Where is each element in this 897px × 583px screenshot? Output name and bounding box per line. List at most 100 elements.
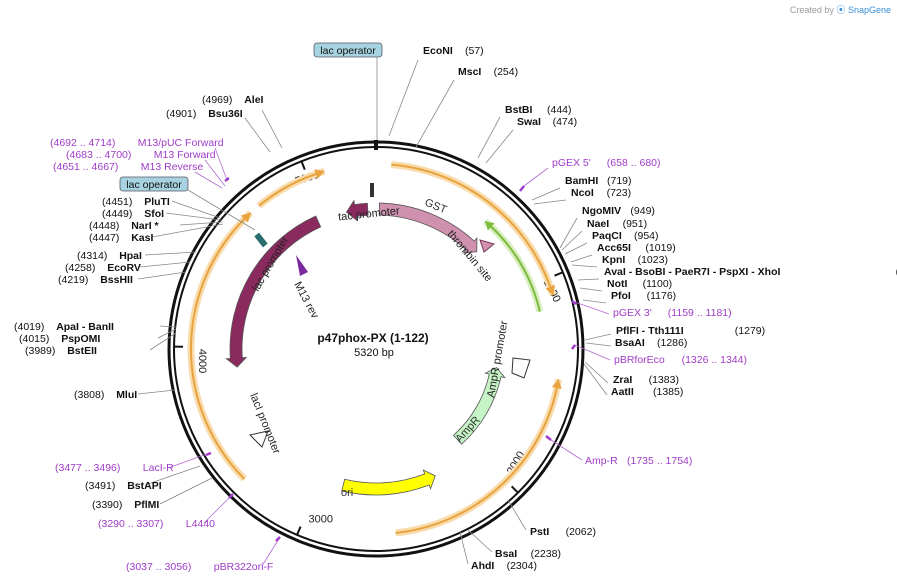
site-left-2-pos: (4451) bbox=[102, 196, 132, 208]
primer-left-0[interactable]: (4692 .. 4714)M13/pUC Forward bbox=[50, 137, 224, 149]
site-17[interactable]: AatII(1385) bbox=[611, 386, 683, 398]
site-13[interactable]: PfoI(1176) bbox=[611, 290, 676, 302]
site-14[interactable]: PflFI - Tth111I(1279) bbox=[616, 325, 765, 337]
site-5[interactable]: NcoI(723) bbox=[571, 187, 631, 199]
primer-left-4-name: L4440 bbox=[186, 518, 215, 530]
feature-ori[interactable] bbox=[341, 469, 436, 496]
site-19[interactable]: BsaI(2238) bbox=[495, 548, 561, 560]
primer-left-3-pos: (3477 .. 3496) bbox=[55, 462, 120, 474]
site-left-12[interactable]: (3808)MluI bbox=[74, 389, 137, 401]
site-6-pos: (949) bbox=[630, 205, 655, 217]
site-left-5[interactable]: (4447)KasI bbox=[89, 232, 153, 244]
primer-right-3-name: Amp-R bbox=[585, 455, 618, 467]
site-0-leader bbox=[388, 59, 419, 137]
laci-promoter-label: lacI promoter bbox=[247, 392, 282, 456]
site-15-pos: (1286) bbox=[657, 337, 687, 349]
site-2[interactable]: BstBI(444) bbox=[505, 104, 572, 116]
feature-ampr[interactable] bbox=[452, 367, 506, 445]
site-18[interactable]: PstI(2062) bbox=[530, 526, 596, 538]
lac-operator-top-mark bbox=[374, 140, 378, 150]
site-left-2[interactable]: (4451)PluTI bbox=[102, 196, 170, 208]
lac-operator-top-box[interactable]: lac operator bbox=[313, 42, 383, 58]
site-left-12-name: MluI bbox=[116, 389, 137, 401]
site-0[interactable]: EcoNI(57) bbox=[423, 45, 484, 57]
primer-right-0[interactable]: pGEX 5'(658 .. 680) bbox=[552, 157, 661, 169]
site-8-name: PaqCI bbox=[592, 230, 622, 242]
site-left-4-pos: (4448) bbox=[89, 220, 119, 232]
site-left-3[interactable]: (4449)SfoI bbox=[102, 208, 164, 220]
site-left-4[interactable]: (4448)NarI * bbox=[89, 220, 160, 232]
site-left-9-leader bbox=[159, 325, 177, 328]
primer-left-1[interactable]: (4683 .. 4700)M13 Forward bbox=[66, 149, 216, 161]
site-11[interactable]: AvaI - BsoBI - PaeR7I - PspXI - XhoI(109… bbox=[604, 266, 897, 278]
site-10[interactable]: KpnI(1023) bbox=[602, 254, 668, 266]
credit-brand: SnapGene bbox=[847, 5, 891, 15]
primer-left-2-name: M13 Reverse bbox=[141, 161, 204, 173]
site-left-13[interactable]: (3491)BstAPI bbox=[85, 480, 162, 492]
site-left-14[interactable]: (3390)PflMI bbox=[92, 499, 159, 511]
primer-left-4[interactable]: (3290 .. 3307)L4440 bbox=[98, 518, 215, 530]
primer-left-2[interactable]: (4651 .. 4667) M13 Reverse bbox=[53, 161, 203, 173]
m13-rev-label: M13 rev bbox=[291, 280, 320, 321]
site-20-pos: (2304) bbox=[507, 560, 537, 572]
lac-operator-left-label: lac operator bbox=[126, 179, 182, 191]
site-left-6-leader bbox=[144, 251, 197, 256]
site-left-10[interactable]: (4015)PspOMI bbox=[19, 333, 100, 345]
lac-promoter-bar bbox=[254, 232, 268, 248]
site-8[interactable]: PaqCI(954) bbox=[592, 230, 659, 242]
outer-arc-arrow-1 bbox=[551, 379, 562, 390]
site-left-13-name: BstAPI bbox=[127, 480, 162, 492]
feature-gst[interactable] bbox=[378, 202, 478, 254]
site-1[interactable]: MscI(254) bbox=[458, 66, 518, 78]
site-6[interactable]: NgoMIV (949) bbox=[582, 205, 655, 217]
primer-left-3-leader bbox=[167, 453, 208, 469]
site-left-1[interactable]: (4901)Bsu36I bbox=[166, 108, 243, 120]
primer-right-1[interactable]: pGEX 3' (1159 .. 1181) bbox=[613, 307, 732, 319]
site-10-leader bbox=[571, 264, 598, 268]
lacza-label: lacZα bbox=[287, 194, 317, 218]
site-left-9[interactable]: (4019)ApaI - BanII bbox=[14, 321, 114, 333]
lac-operator-left-leader bbox=[187, 189, 256, 231]
tick-5000 bbox=[300, 160, 306, 170]
site-left-6[interactable]: (4314)HpaI bbox=[77, 250, 142, 262]
site-9[interactable]: Acc65I(1019) bbox=[597, 242, 676, 254]
lac-promoter[interactable]: lac promoter bbox=[250, 232, 291, 294]
site-0-pos: (57) bbox=[465, 45, 484, 57]
site-20[interactable]: AhdI(2304) bbox=[471, 560, 537, 572]
primer-right-1-name: pGEX 3' bbox=[613, 307, 652, 319]
feature-lacza[interactable] bbox=[345, 199, 369, 222]
tac-promoter[interactable]: tac promoter bbox=[338, 183, 401, 224]
site-6-name: NgoMIV bbox=[582, 205, 621, 217]
site-left-7-name: EcoRV bbox=[107, 262, 141, 274]
primer-right-1-pos: (1159 .. 1181) bbox=[668, 307, 732, 319]
site-left-9-pos: (4019) bbox=[14, 321, 44, 333]
site-16-leader bbox=[584, 361, 609, 384]
site-14-name: PflFI - Tth111I bbox=[616, 325, 684, 337]
primer-left-5[interactable]: (3037 .. 3056)pBR322ori-F bbox=[126, 561, 273, 573]
primer-right-3[interactable]: Amp-R (1735 .. 1754) bbox=[585, 455, 692, 467]
site-15[interactable]: BsaAI(1286) bbox=[615, 337, 687, 349]
site-7[interactable]: NaeI(951) bbox=[587, 218, 647, 230]
site-leaders bbox=[137, 57, 612, 567]
site-3[interactable]: SwaI(474) bbox=[517, 116, 577, 128]
site-left-7[interactable]: (4258)EcoRV bbox=[65, 262, 141, 274]
primer-left-2-pos: (4651 .. 4667) bbox=[53, 161, 118, 173]
primer-left-3[interactable]: (3477 .. 3496)LacI-R bbox=[55, 462, 174, 474]
ampr-promoter[interactable]: AmpR promoter bbox=[485, 320, 531, 399]
primer-right-3-pos: (1735 .. 1754) bbox=[627, 455, 692, 467]
primer-right-2[interactable]: pBRforEco(1326 .. 1344) bbox=[614, 354, 747, 366]
site-12[interactable]: NotI(1100) bbox=[607, 278, 672, 290]
site-left-11[interactable]: (3989)BstEII bbox=[25, 345, 97, 357]
lac-operator-left-box[interactable]: lac operator bbox=[119, 176, 189, 192]
feature-laci[interactable] bbox=[225, 215, 322, 368]
ampr-promoter-label: AmpR promoter bbox=[485, 320, 510, 399]
site-left-8[interactable]: (4219)BssHII bbox=[58, 274, 133, 286]
site-16[interactable]: ZraI(1383) bbox=[613, 374, 679, 386]
site-4[interactable]: BamHI(719) bbox=[565, 175, 632, 187]
site-left-0[interactable]: (4969)AleI bbox=[202, 94, 264, 106]
laci-label: lacI bbox=[212, 334, 227, 353]
site-left-0-name: AleI bbox=[244, 94, 263, 106]
m13-rev[interactable]: M13 rev bbox=[291, 255, 321, 321]
laci-promoter[interactable]: lacI promoter bbox=[247, 392, 282, 456]
